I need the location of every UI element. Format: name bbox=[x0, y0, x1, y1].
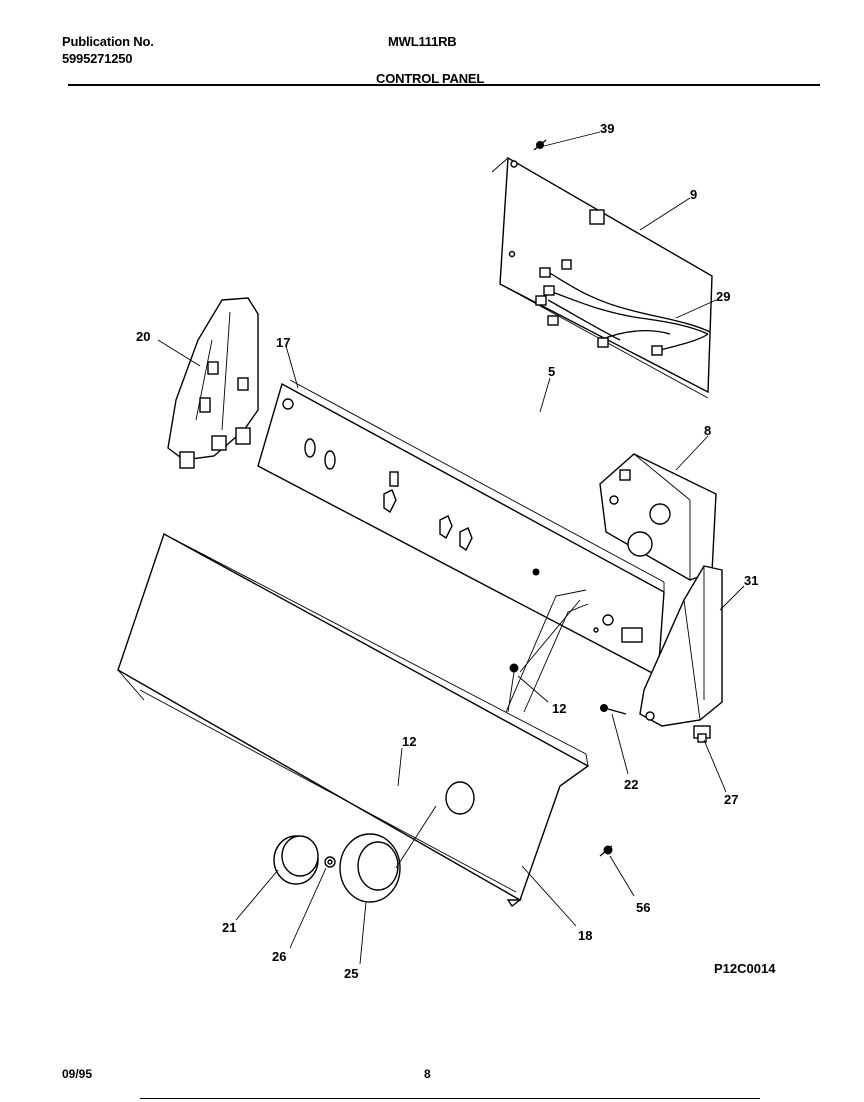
publication-label: Publication No. bbox=[62, 34, 154, 49]
callout-22: 22 bbox=[624, 777, 638, 792]
callout-56: 56 bbox=[636, 900, 650, 915]
footer-rule bbox=[140, 1098, 760, 1099]
console-panel bbox=[257, 379, 665, 678]
rear-cover-panel bbox=[491, 156, 713, 399]
figure-code: P12C0014 bbox=[714, 961, 776, 976]
knob-cap bbox=[273, 835, 319, 885]
callout-12-lower: 12 bbox=[402, 734, 416, 749]
callout-29: 29 bbox=[716, 289, 730, 304]
callout-31: 31 bbox=[744, 573, 758, 588]
front-console-cover bbox=[117, 532, 590, 908]
callout-12-upper: 12 bbox=[552, 701, 566, 716]
left-end-bracket bbox=[167, 297, 259, 469]
leader-lines bbox=[157, 131, 745, 965]
right-end-bracket bbox=[639, 565, 723, 727]
callout-39: 39 bbox=[600, 121, 614, 136]
washer bbox=[324, 856, 336, 868]
screw-39 bbox=[533, 139, 547, 151]
screw-56 bbox=[599, 845, 613, 857]
callout-17: 17 bbox=[276, 335, 290, 350]
knob-skirt bbox=[339, 805, 437, 903]
timer bbox=[599, 453, 717, 581]
screw-22 bbox=[600, 704, 627, 715]
model-number: MWL111RB bbox=[388, 34, 457, 49]
callout-8: 8 bbox=[704, 423, 711, 438]
wire-harness bbox=[535, 259, 711, 356]
callout-9: 9 bbox=[690, 187, 697, 202]
callout-18: 18 bbox=[578, 928, 592, 943]
footer-date: 09/95 bbox=[62, 1067, 93, 1081]
callout-5: 5 bbox=[548, 364, 555, 379]
section-title: CONTROL PANEL bbox=[376, 71, 485, 86]
callout-21: 21 bbox=[222, 920, 236, 935]
callout-27: 27 bbox=[724, 792, 738, 807]
footer-page-number: 8 bbox=[424, 1067, 431, 1081]
header-rule bbox=[68, 84, 820, 86]
callout-20: 20 bbox=[136, 329, 150, 344]
callout-25: 25 bbox=[344, 966, 358, 981]
callout-26: 26 bbox=[272, 949, 286, 964]
clip-27 bbox=[693, 725, 711, 743]
publication-number: 5995271250 bbox=[62, 51, 133, 66]
